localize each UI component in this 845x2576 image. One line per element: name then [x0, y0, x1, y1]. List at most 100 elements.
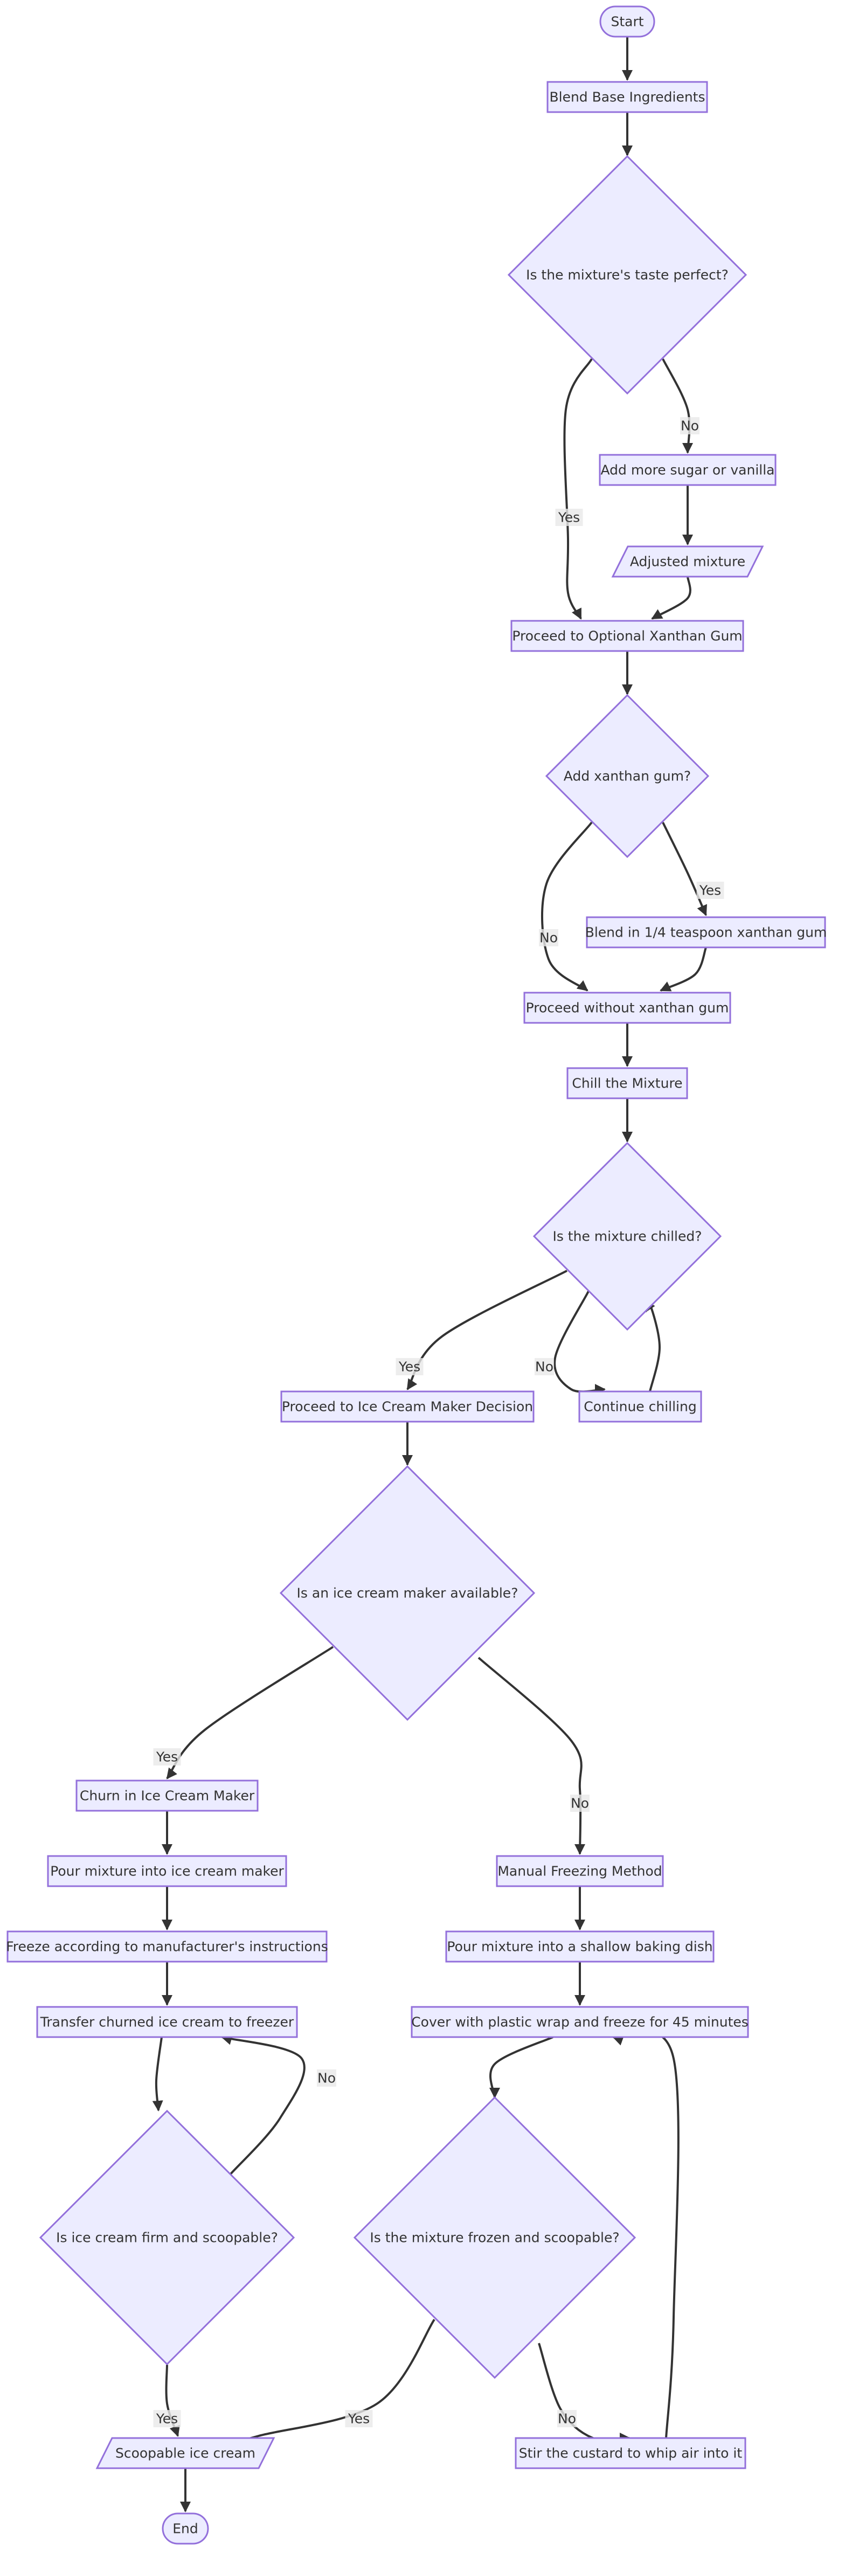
edge-contchill-to-chilled: [645, 1300, 661, 1392]
node-pourmaker: Pour mixture into ice cream maker: [47, 1855, 287, 1887]
node-blend: Blend Base Ingredients: [546, 81, 708, 113]
node-label: End: [172, 2521, 198, 2537]
edge-label-text: No: [539, 930, 558, 946]
edge-label-chilled-to-proceedmaker: Yes: [396, 1358, 424, 1375]
edge-label-background: [680, 417, 699, 434]
node-label: Adjusted mixture: [630, 554, 745, 570]
edge-label-text: No: [317, 2071, 336, 2086]
edge-label-firm-to-scoopable: Yes: [153, 2410, 181, 2427]
edge-transfer-to-firm: [152, 2037, 163, 2111]
node-rect-shape: [47, 1855, 287, 1887]
node-label: Blend Base Ingredients: [549, 89, 705, 105]
node-parallelogram-shape: [611, 545, 764, 578]
edge-label-text: Yes: [156, 1749, 178, 1765]
node-rect-shape: [515, 2437, 746, 2469]
node-chill: Chill the Mixture: [566, 1067, 688, 1099]
node-rect-shape: [445, 1930, 715, 1963]
node-start: Start: [599, 5, 655, 38]
node-contchill: Continue chilling: [578, 1390, 702, 1423]
edge-label-background: [539, 929, 558, 946]
node-withoutx: Proceed without xanthan gum: [523, 992, 731, 1024]
node-label: Chill the Mixture: [572, 1076, 682, 1091]
node-maker: Is an ice cream maker available?: [279, 1465, 536, 1721]
edge-label-taste-to-addsugar: No: [680, 417, 699, 434]
edge-label-addx-to-withoutx: No: [539, 929, 558, 946]
node-label: Pour mixture into ice cream maker: [50, 1864, 284, 1879]
node-rect-shape: [523, 992, 731, 1024]
edge-taste-to-proceedx: [563, 358, 593, 620]
node-frozen: Is the mixture frozen and scoopable?: [353, 2096, 636, 2379]
edge-label-maker-to-manual: No: [570, 1795, 590, 1812]
node-rect-shape: [566, 1067, 688, 1099]
node-end: End: [162, 2512, 209, 2545]
node-proceedmaker: Proceed to Ice Cream Maker Decision: [280, 1390, 535, 1423]
node-rect-shape: [510, 620, 744, 652]
node-label: Is an ice cream maker available?: [297, 1585, 518, 1601]
node-rect-shape: [496, 1855, 664, 1887]
node-rect-shape: [586, 916, 826, 948]
node-label: Proceed without xanthan gum: [526, 1000, 729, 1016]
node-stadium-shape: [599, 5, 655, 38]
node-label: Scoopable ice cream: [115, 2446, 255, 2461]
edge-label-text: No: [681, 418, 699, 434]
node-adjusted: Adjusted mixture: [611, 545, 764, 578]
node-rect-shape: [578, 1390, 702, 1423]
edge-chilled-to-contchill: [553, 1291, 606, 1395]
node-chilled: Is the mixture chilled?: [532, 1141, 722, 1331]
node-diamond-shape: [507, 155, 747, 395]
edge-firm-to-scoopable: [165, 2364, 180, 2437]
node-churn: Churn in Ice Cream Maker: [75, 1779, 259, 1812]
edge-label-background: [153, 2410, 181, 2427]
edge-label-background: [535, 1358, 554, 1375]
node-scoopable: Scoopable ice cream: [95, 2437, 275, 2469]
node-rect-shape: [75, 1779, 259, 1812]
node-taste: Is the mixture's taste perfect?: [507, 155, 747, 395]
node-label: Stir the custard to whip air into it: [519, 2446, 743, 2461]
edge-label-addx-to-blendx: Yes: [696, 882, 724, 899]
edge-addx-to-withoutx: [541, 821, 593, 992]
node-rect-shape: [411, 2006, 749, 2038]
edge-label-background: [317, 2069, 336, 2087]
edge-label-text: Yes: [558, 510, 580, 525]
edge-label-text: No: [558, 2411, 576, 2427]
edge-label-background: [153, 1748, 181, 1765]
edge-addx-to-blendx: [662, 822, 707, 916]
edge-adjusted-to-proceedx: [651, 576, 691, 620]
node-pourdish: Pour mixture into a shallow baking dish: [445, 1930, 715, 1963]
node-diamond-shape: [353, 2096, 636, 2379]
node-label: Churn in Ice Cream Maker: [80, 1788, 255, 1804]
node-label: Cover with plastic wrap and freeze for 4…: [411, 2014, 749, 2030]
edge-label-text: No: [571, 1796, 589, 1811]
node-diamond-shape: [545, 694, 710, 858]
node-freezemfr: Freeze according to manufacturer's instr…: [6, 1930, 328, 1963]
node-manual: Manual Freezing Method: [496, 1855, 664, 1887]
edge-label-background: [396, 1358, 424, 1375]
edge-label-background: [570, 1795, 590, 1812]
node-stadium-shape: [162, 2512, 209, 2545]
node-label: Blend in 1/4 teaspoon xanthan gum: [585, 925, 827, 940]
node-addx: Add xanthan gum?: [545, 694, 710, 858]
node-parallelogram-shape: [95, 2437, 275, 2469]
node-label: Is the mixture frozen and scoopable?: [370, 2230, 619, 2246]
edge-label-taste-to-proceedx: Yes: [555, 509, 583, 526]
node-diamond-shape: [532, 1141, 722, 1331]
node-label: Is the mixture chilled?: [552, 1229, 702, 1244]
node-rect-shape: [546, 81, 708, 113]
edge-label-background: [557, 2410, 577, 2427]
edge-label-maker-to-churn: Yes: [153, 1748, 181, 1765]
node-stir: Stir the custard to whip air into it: [515, 2437, 746, 2469]
node-firm: Is ice cream firm and scoopable?: [39, 2109, 295, 2366]
edge-label-chilled-to-contchill: No: [535, 1358, 554, 1375]
node-label: Proceed to Optional Xanthan Gum: [512, 628, 742, 644]
node-proceedx: Proceed to Optional Xanthan Gum: [510, 620, 744, 652]
edge-label-text: Yes: [699, 883, 721, 898]
node-diamond-shape: [279, 1465, 536, 1721]
edge-label-text: Yes: [348, 2411, 370, 2427]
node-label: Pour mixture into a shallow baking dish: [447, 1939, 712, 1955]
node-diamond-shape: [39, 2109, 295, 2366]
edge-label-frozen-to-scoopable: Yes: [345, 2410, 373, 2427]
edge-label-background: [345, 2410, 373, 2427]
edge-frozen-to-stir: [538, 2343, 631, 2444]
edge-maker-to-manual: [477, 1657, 586, 1855]
